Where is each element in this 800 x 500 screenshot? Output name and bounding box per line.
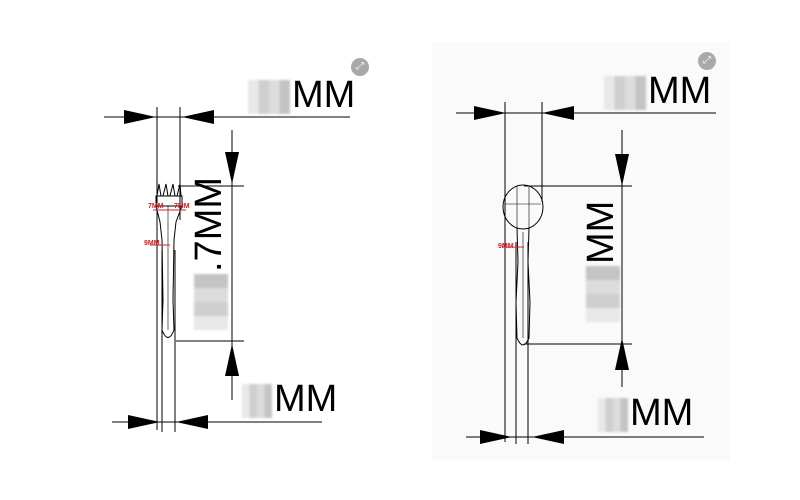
bottom-left-arrow [128,415,160,429]
fork-neck-top-left-label: 7MM [148,203,164,210]
bottom-right-arrow [176,415,208,429]
spoon-bottom-width-unit: MM [630,392,694,434]
redacted-value [586,266,620,322]
length-bottom-arrow [615,338,629,370]
fork-bottom-width-dimension: MM [242,380,337,418]
spoon-bowl [502,184,544,230]
spoon-bottom-width-dimension: MM [598,394,693,432]
top-right-arrow [182,110,214,124]
fork-technical-drawing [104,107,350,432]
fork-handle-outline [155,205,183,338]
expand-icon[interactable]: ⤢ [698,52,716,70]
top-left-arrow [124,110,156,124]
spoon-handle-outline [515,227,531,346]
fork-top-width-dimension: MM [248,76,355,114]
redacted-value [248,80,290,114]
redacted-value [194,274,228,330]
fork-length-unit: .7MM [188,177,230,272]
spoon-top-width-unit: MM [648,70,712,112]
bottom-left-arrow [480,430,512,444]
spoon-neck-label: 9MM [498,243,514,250]
spoon-drawing-panel: 9MM MM MM MM ⤢ [432,42,730,460]
spoon-length-unit: MM [580,200,622,264]
length-top-arrow [225,152,239,184]
spoon-length-dimension: MM [580,200,622,322]
spoon-top-width-dimension: MM [604,72,711,110]
fork-neck-label: 9MM [144,240,160,247]
fork-head [155,195,183,207]
spoon-technical-drawing [456,102,716,444]
fork-tines [156,183,182,197]
fork-drawing-panel: 7MM 7MM 9MM MM .7MM MM ⤢ [104,58,369,432]
bottom-right-arrow [532,430,564,444]
fork-length-dimension: .7MM [188,177,230,330]
expand-icon[interactable]: ⤢ [351,58,369,76]
top-left-arrow [474,106,506,120]
fork-neck-top-right-label: 7MM [174,203,190,210]
top-right-arrow [542,106,574,120]
fork-top-width-unit: MM [292,74,356,116]
redacted-value [242,384,272,418]
length-top-arrow [615,154,629,186]
fork-bottom-width-unit: MM [274,378,338,420]
length-bottom-arrow [225,344,239,376]
redacted-value [604,76,646,110]
redacted-value [598,398,628,432]
